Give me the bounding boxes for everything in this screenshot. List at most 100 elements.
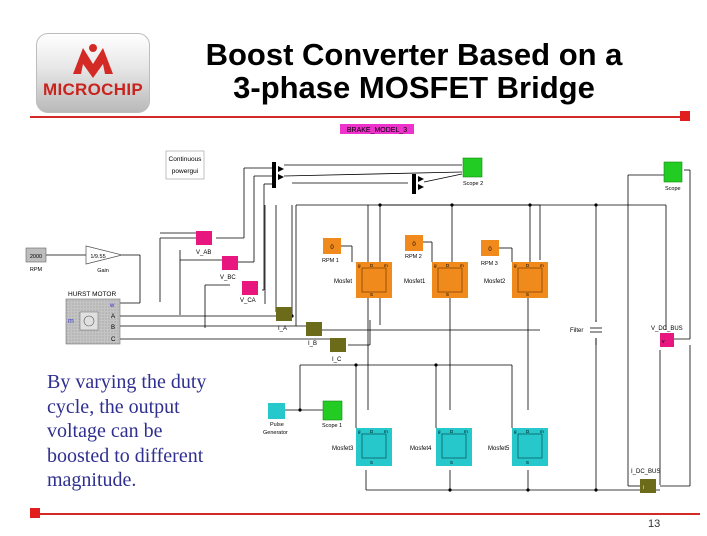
- motor-symbol: [79, 311, 99, 331]
- mosfet-port-g: g: [358, 263, 361, 268]
- scope-block[interactable]: [663, 161, 683, 183]
- powergui-block[interactable]: [165, 150, 205, 180]
- i-b-block[interactable]: [306, 322, 322, 336]
- motor-port-w: w: [109, 303, 115, 309]
- signal-wires: [46, 164, 691, 491]
- caption-text: By varying the duty cycle, the output vo…: [47, 370, 247, 493]
- i-dc-bus-port-i: i: [643, 485, 644, 491]
- v-ab-block[interactable]: [196, 231, 212, 245]
- i-c-block[interactable]: [330, 338, 346, 352]
- mosfet1-port-d: D: [446, 263, 450, 268]
- rpm-3-constant[interactable]: [481, 240, 499, 256]
- mosfet3-port-s: S: [370, 460, 373, 465]
- mosfet3-port-d: D: [370, 429, 374, 434]
- mosfet5-port-d: D: [526, 429, 530, 434]
- rpm-3-constant-value: 0: [488, 247, 492, 253]
- rpm-label: RPM: [30, 267, 43, 273]
- mosfet1-port-s: S: [446, 292, 449, 297]
- mosfet5-block[interactable]: g D m S: [512, 428, 548, 466]
- top-rule-marker: [680, 111, 690, 121]
- v-ca-label: V_CA: [240, 298, 256, 304]
- junction-dots: [290, 203, 598, 492]
- mosfet-port-s: S: [370, 292, 373, 297]
- motor-port-m: m: [68, 318, 74, 325]
- rpm-2-label: RPM 2: [405, 254, 422, 260]
- powergui-label: powergui: [172, 168, 198, 175]
- v-dc-bus-label: V_DC_BUS: [651, 326, 683, 332]
- mux-blocks: [272, 162, 424, 194]
- filter-capacitor[interactable]: [588, 322, 604, 338]
- mosfet3-block[interactable]: g D m S: [356, 428, 392, 466]
- caption-line-5: magnitude.: [47, 469, 137, 491]
- mosfet4-block[interactable]: g D m S: [436, 428, 472, 466]
- motor-port-b: B: [111, 325, 115, 331]
- slide-title: Boost Converter Based on a 3-phase MOSFE…: [160, 38, 668, 104]
- scope-1-label: Scope 1: [322, 423, 342, 429]
- v-bc-block[interactable]: [222, 256, 238, 270]
- v-bc-label: V_BC: [220, 275, 236, 281]
- scope-1-block[interactable]: [322, 400, 343, 421]
- motor-port-a: A: [111, 314, 115, 320]
- mosfet2-label: Mosfet2: [484, 279, 506, 285]
- gain-label: Gain: [97, 268, 109, 274]
- rpm-2-constant[interactable]: [405, 235, 423, 251]
- i-c-label: I_C: [332, 357, 342, 363]
- title-line-1: Boost Converter Based on a: [205, 37, 623, 72]
- mosfet5-port-s: S: [526, 460, 529, 465]
- mosfet5-port-m: m: [540, 429, 544, 434]
- i-a-label: I_A: [278, 326, 287, 332]
- motor-port-c: C: [111, 337, 116, 343]
- mosfet2-port-d: D: [526, 263, 530, 268]
- i-dc-bus-block[interactable]: [640, 479, 656, 493]
- v-dc-bus-block[interactable]: [660, 333, 674, 347]
- mosfet1-block[interactable]: g D m S: [432, 262, 468, 298]
- gain-value: 1/9.55: [90, 254, 105, 260]
- rpm-1-constant[interactable]: [323, 238, 341, 254]
- pulse-label: Pulse: [270, 422, 284, 428]
- mosfet3-label: Mosfet3: [332, 446, 354, 452]
- gain-block[interactable]: [85, 245, 123, 265]
- title-line-2: 3-phase MOSFET Bridge: [233, 70, 595, 105]
- mosfet3-port-m: m: [384, 429, 388, 434]
- model-tag: BRAKE_MODEL_3: [347, 127, 407, 134]
- mosfet2-block[interactable]: g D m S: [512, 262, 548, 298]
- generator-label: Generator: [263, 430, 288, 436]
- v-ab-label: V_AB: [196, 250, 211, 256]
- logo-text: MICROCHIP: [43, 80, 143, 99]
- i-dc-bus-label: I_DC_BUS: [631, 469, 660, 475]
- motor-label: HURST MOTOR: [68, 291, 116, 298]
- caption-line-3: voltage can be: [47, 420, 163, 442]
- mosfet-label: Mosfet: [334, 279, 352, 285]
- scope-label: Scope: [665, 186, 681, 192]
- mosfet-block[interactable]: g D m S: [356, 262, 392, 298]
- caption-line-4: boosted to different: [47, 444, 204, 467]
- mosfet4-port-d: D: [450, 429, 454, 434]
- mosfet5-label: Mosfet5: [488, 446, 510, 452]
- mosfet-port-m: m: [384, 263, 388, 268]
- mosfet2-port-m: m: [540, 263, 544, 268]
- v-ca-block[interactable]: [242, 281, 258, 295]
- top-rule: [30, 116, 686, 118]
- model-tag-box: [340, 124, 414, 134]
- microchip-logo-icon: [73, 44, 113, 78]
- pulse-generator-block[interactable]: [268, 403, 285, 419]
- mosfet-port-d: D: [370, 263, 374, 268]
- mosfet4-port-s: S: [450, 460, 453, 465]
- powergui-label-continuous: Continuous: [169, 156, 203, 163]
- rpm-1-constant-value: 0: [330, 245, 334, 251]
- scope-2-label: Scope 2: [463, 181, 483, 187]
- bottom-rule: [36, 513, 700, 515]
- page-number: 13: [648, 518, 661, 530]
- mosfet2-port-g: g: [514, 263, 517, 268]
- mosfet1-port-m: m: [460, 263, 464, 268]
- mosfet1-port-g: g: [434, 263, 437, 268]
- rpm-3-label: RPM 3: [481, 261, 498, 267]
- mosfet4-label: Mosfet4: [410, 446, 432, 452]
- i-a-block[interactable]: [276, 307, 292, 321]
- caption-line-1: By varying the duty: [47, 371, 207, 393]
- mosfet5-port-g: g: [514, 429, 517, 434]
- rpm-constant-block[interactable]: [25, 247, 47, 263]
- scope-2-block[interactable]: [462, 157, 483, 178]
- mosfet2-port-s: S: [526, 292, 529, 297]
